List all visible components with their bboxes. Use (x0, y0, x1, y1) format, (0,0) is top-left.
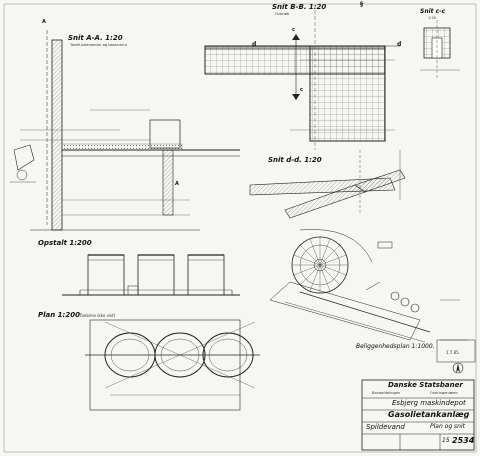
section-marker-a-top: A (42, 19, 46, 25)
section-b-b-title: Snit B-B. 1:20 (272, 3, 327, 11)
section-b-b-subtitle: Overløb (275, 12, 290, 16)
title-block-lines (361, 379, 475, 451)
section-marker-a-bottom: A (175, 181, 179, 187)
section-a-a-drawing (10, 30, 240, 231)
stamp-date: 1.7.85 (446, 350, 459, 355)
section-symbol: § (360, 1, 363, 8)
title-dept-left: Baneafdelingen (372, 391, 401, 395)
section-d-d-drawing (249, 150, 406, 219)
section-d-d-title: Snit d-d. 1:20 (268, 156, 322, 164)
section-marker-d-right: d (397, 41, 402, 48)
elevation-drawing (62, 254, 240, 296)
title-drawing: Gasolietankanlæg (388, 410, 470, 419)
drawing-number: 2534 (452, 436, 475, 445)
approval-stamp-box (436, 339, 476, 363)
sheet-border (3, 3, 477, 453)
title-sheet-right: Plan og snit (430, 423, 466, 430)
section-marker-c-bottom: c (300, 87, 303, 93)
section-marker-d-left: d (252, 41, 257, 48)
site-plan-title: Beliggenhedsplan 1:1000. (356, 343, 435, 350)
elevation-title: Opstalt 1:200 (38, 239, 92, 247)
plan-drawing (85, 319, 260, 411)
title-project: Esbjerg maskindepot (392, 399, 466, 407)
section-c-c-drawing (420, 20, 460, 80)
section-b-b-drawing (204, 10, 400, 150)
site-plan-drawing (269, 229, 468, 374)
title-org: Danske Statsbaner (388, 381, 463, 389)
plan-subtitle: (Tankene ikke vist) (78, 313, 116, 318)
plan-title: Plan 1:200 (38, 311, 80, 319)
title-dept-right: Overingeniøren (430, 391, 458, 395)
title-sheet-left: Spildevand (366, 423, 405, 431)
section-a-a-subtitle: Tankfundamenter og bassinmur (70, 43, 128, 47)
drawing-number-prefix: 15 (442, 437, 450, 444)
section-c-c-title: Snit c-c (420, 8, 446, 15)
section-marker-c-top: c (292, 27, 295, 33)
section-a-a-title: Snit A-A. 1:20 (68, 34, 123, 42)
section-c-c-scale: 1:20 (428, 16, 437, 20)
